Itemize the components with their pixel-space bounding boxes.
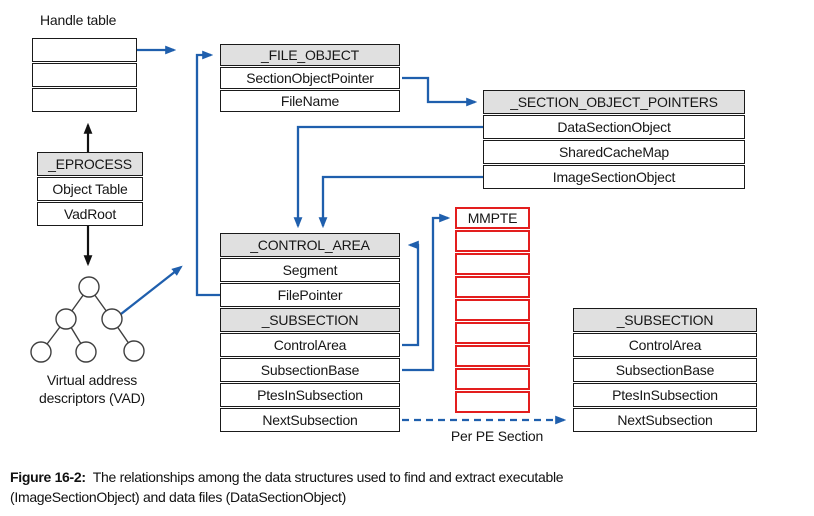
arrow-subsectionbase-to-mmpte xyxy=(402,213,451,372)
vad-node-leaf3 xyxy=(123,340,145,362)
figure-caption: Figure 16-2: The relationships among the … xyxy=(10,467,810,507)
sop-row-imagesectionobject: ImageSectionObject xyxy=(483,165,745,189)
file-object-header: _FILE_OBJECT xyxy=(220,44,400,66)
handle-table-slot xyxy=(32,38,137,62)
subsection-row-subsectionbase: SubsectionBase xyxy=(220,358,400,382)
mmpte-pte-slot xyxy=(455,345,530,367)
mmpte-table: MMPTE xyxy=(455,207,530,413)
arrow-sectionobjectpointer-to-sop xyxy=(402,76,478,107)
control-area-row-filepointer: FilePointer xyxy=(220,283,400,307)
control-area-row-segment: Segment xyxy=(220,258,400,282)
sop-row-datasectionobject: DataSectionObject xyxy=(483,115,745,139)
vad-node-leaf2 xyxy=(75,341,97,363)
mmpte-pte-slot xyxy=(455,322,530,344)
vad-label: Virtual address descriptors (VAD) xyxy=(16,371,168,407)
figure-caption-line2: (ImageSectionObject) and data files (Dat… xyxy=(10,489,347,505)
eprocess-table: _EPROCESS Object Table VadRoot xyxy=(37,152,143,226)
handle-table-slot xyxy=(32,63,137,87)
vad-tree xyxy=(30,276,145,363)
control-area-header: _CONTROL_AREA xyxy=(220,233,400,257)
vad-node-right xyxy=(101,308,123,330)
mmpte-pte-slot xyxy=(455,299,530,321)
per-pe-section-label: Per PE Section xyxy=(450,428,544,444)
file-object-row-filename: FileName xyxy=(220,90,400,112)
handle-table xyxy=(32,38,137,112)
subsection-right-row-controlarea: ControlArea xyxy=(573,333,757,357)
vad-node-left xyxy=(55,308,77,330)
vad-label-line1: Virtual address xyxy=(46,372,138,388)
subsection-right-header: _SUBSECTION xyxy=(573,308,757,332)
mmpte-pte-slot xyxy=(455,391,530,413)
vad-node-root xyxy=(78,276,100,298)
vad-label-line2: descriptors (VAD) xyxy=(38,390,146,406)
handle-table-label: Handle table xyxy=(40,12,117,28)
control-area-table: _CONTROL_AREA Segment FilePointer _SUBSE… xyxy=(220,233,400,432)
sop-row-sharedcachemap: SharedCacheMap xyxy=(483,140,745,164)
arrow-filepointer-to-fileobject xyxy=(195,50,220,297)
subsection-right-row-subsectionbase: SubsectionBase xyxy=(573,358,757,382)
file-object-table: _FILE_OBJECT SectionObjectPointer FileNa… xyxy=(220,44,400,112)
figure-caption-line1: The relationships among the data structu… xyxy=(92,469,564,485)
file-object-row-sectionobjectpointer: SectionObjectPointer xyxy=(220,67,400,89)
subsection-right-table: _SUBSECTION ControlArea SubsectionBase P… xyxy=(573,308,757,432)
eprocess-header: _EPROCESS xyxy=(37,152,143,176)
section-object-pointers-header: _SECTION_OBJECT_POINTERS xyxy=(483,90,745,114)
eprocess-row-objecttable: Object Table xyxy=(37,177,143,201)
vad-node-leaf1 xyxy=(30,341,52,363)
subsection-row-controlarea: ControlArea xyxy=(220,333,400,357)
mmpte-header: MMPTE xyxy=(455,207,530,229)
mmpte-pte-slot xyxy=(455,276,530,298)
arrow-controlarea-selfloop xyxy=(402,240,420,347)
subsection-row-ptesinsubsection: PtesInSubsection xyxy=(220,383,400,407)
subsection-row-nextsubsection: NextSubsection xyxy=(220,408,400,432)
mmpte-pte-slot xyxy=(455,253,530,275)
subsection-right-row-nextsubsection: NextSubsection xyxy=(573,408,757,432)
eprocess-row-vadroot: VadRoot xyxy=(37,202,143,226)
subsection-right-row-ptesinsubsection: PtesInSubsection xyxy=(573,383,757,407)
figure-caption-number: Figure 16-2: xyxy=(10,469,86,485)
mmpte-pte-slot xyxy=(455,230,530,252)
arrow-vad-to-controlarea xyxy=(120,265,183,315)
mmpte-pte-slot xyxy=(455,368,530,390)
handle-table-slot xyxy=(32,88,137,112)
section-object-pointers-table: _SECTION_OBJECT_POINTERS DataSectionObje… xyxy=(483,90,745,189)
subsection-embedded-header: _SUBSECTION xyxy=(220,308,400,332)
